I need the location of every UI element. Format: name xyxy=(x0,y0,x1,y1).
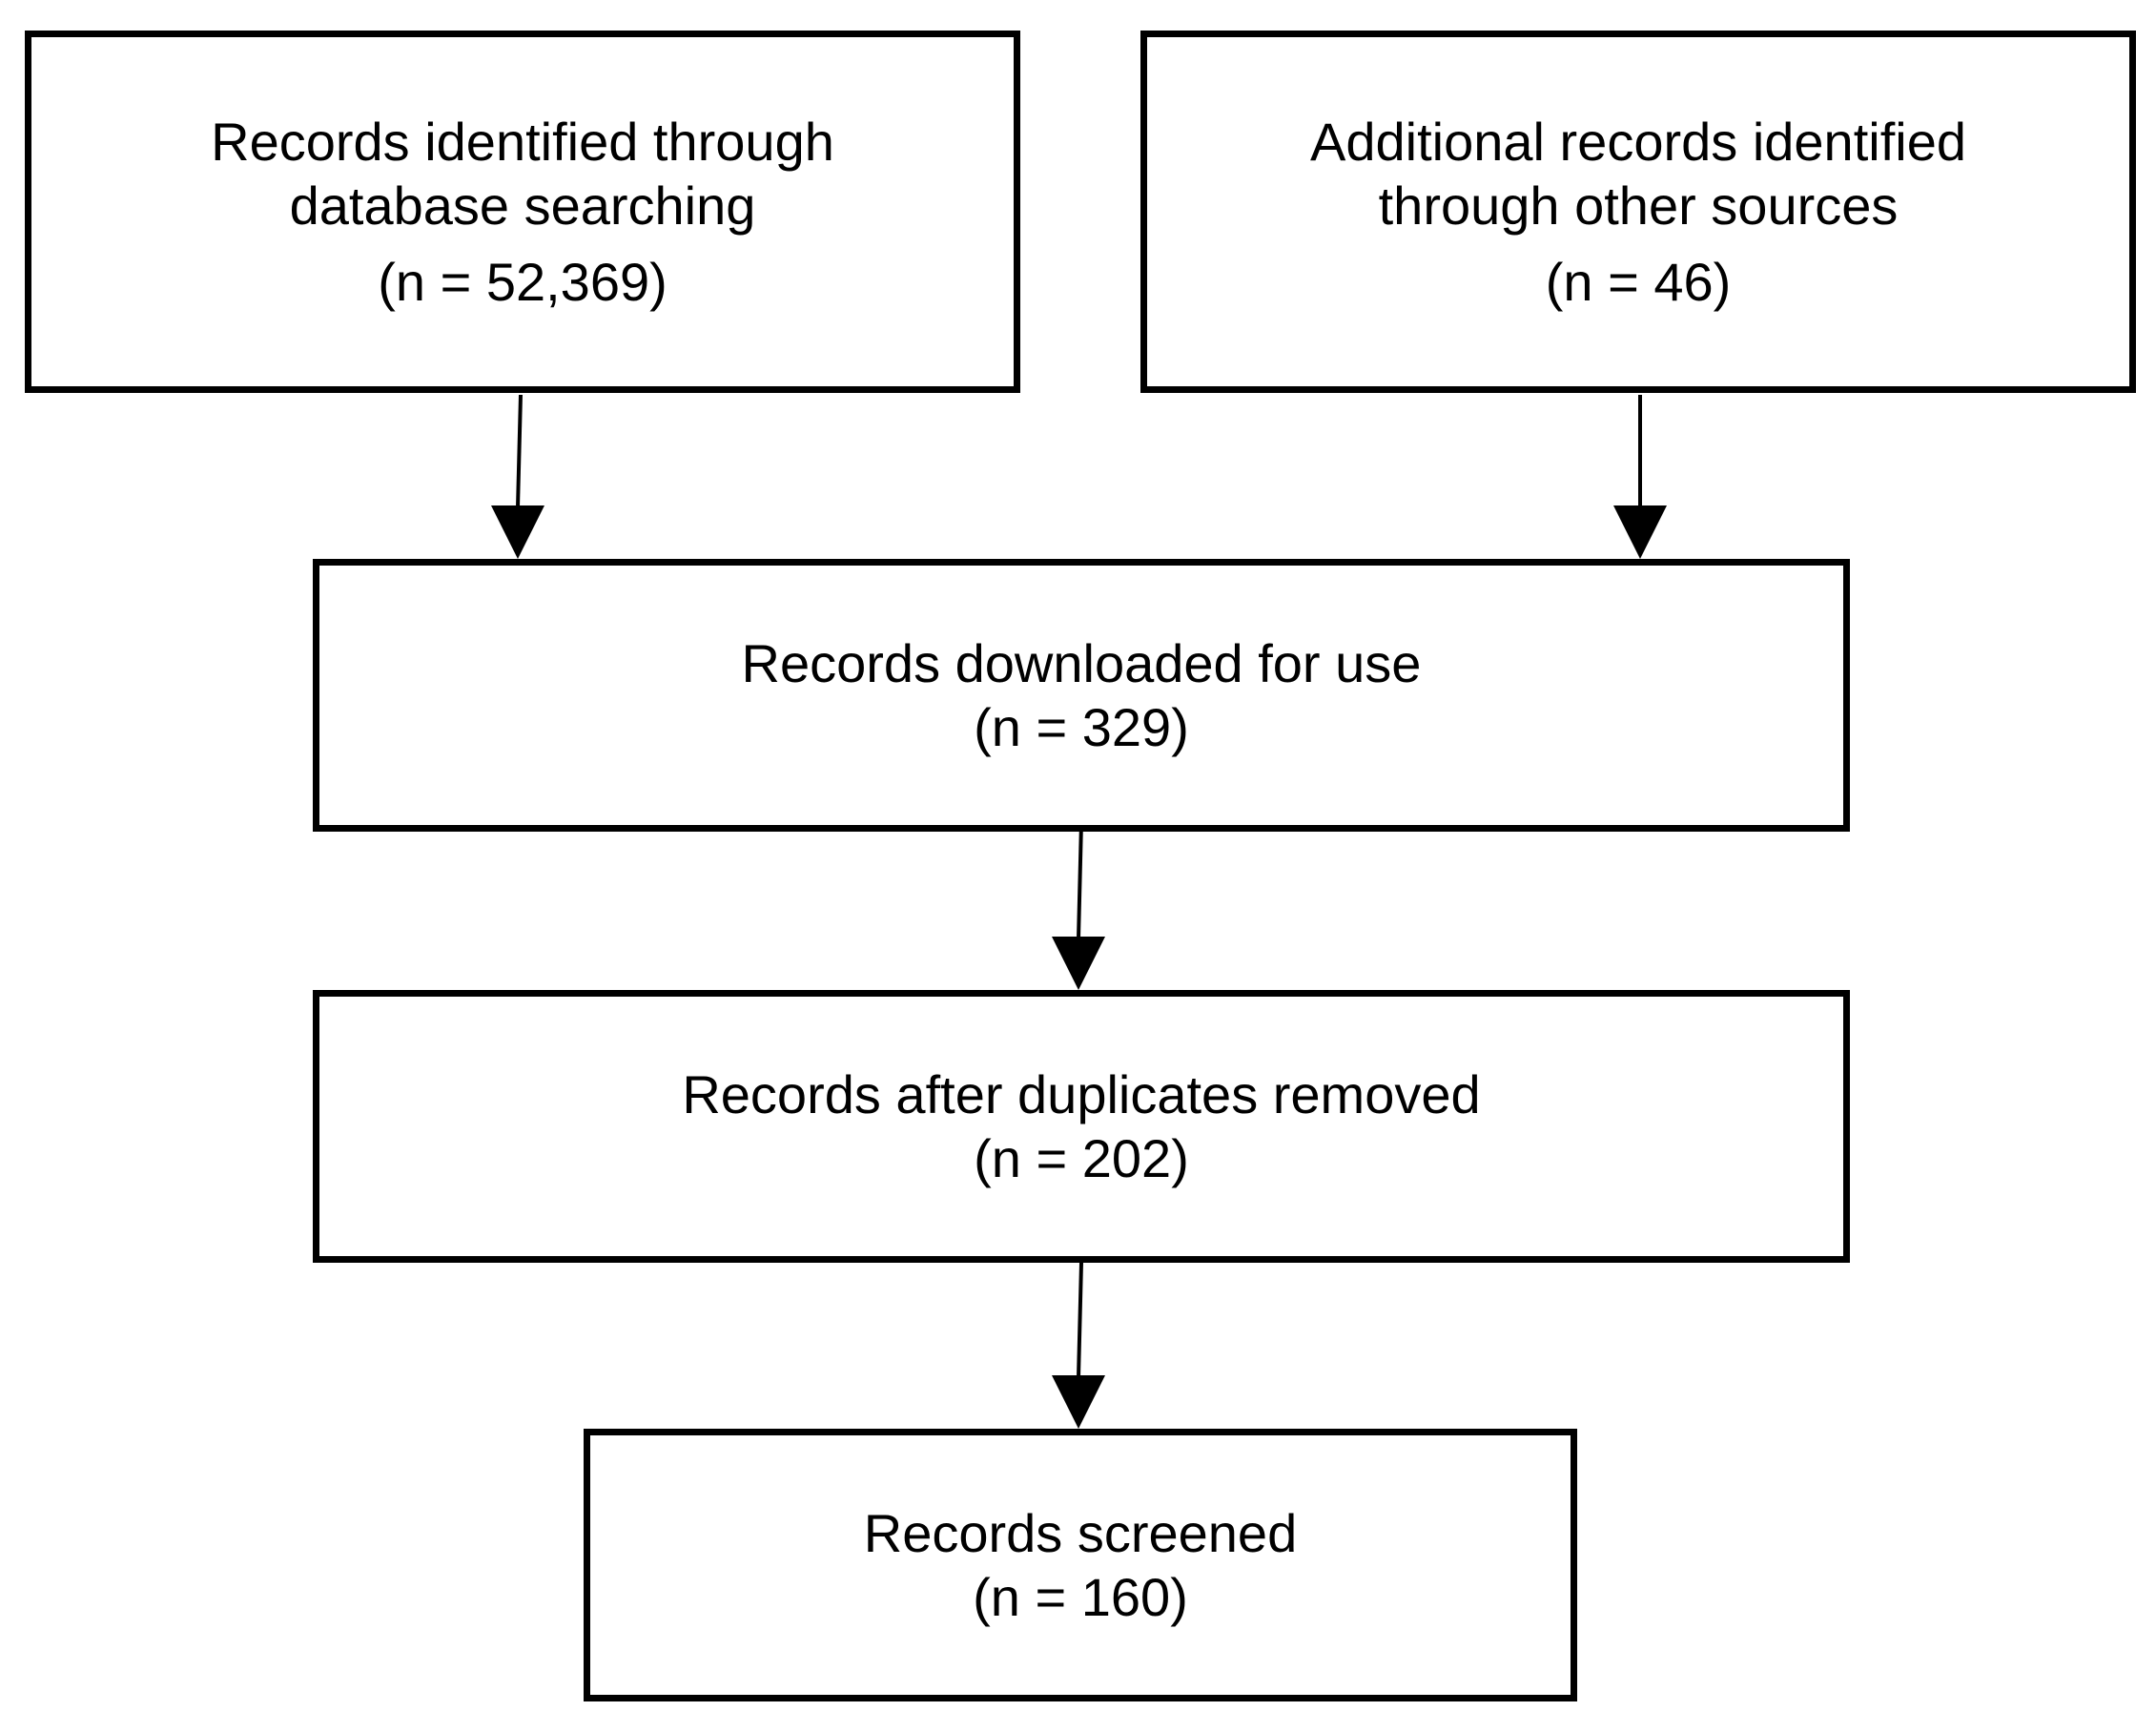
box-count: (n = 52,369) xyxy=(378,251,667,312)
box-other-sources-text: Additional records identified through ot… xyxy=(1310,110,1966,314)
arrow-downloaded-to-deduplicated xyxy=(1052,821,1105,990)
arrow-deduplicated-to-screened xyxy=(1052,1262,1105,1429)
arrow-other-to-downloaded xyxy=(1613,395,1667,559)
box-label-line: database searching xyxy=(289,175,756,237)
box-database-records-text: Records identified through database sear… xyxy=(211,110,834,314)
box-records-screened-text: Records screened (n = 160) xyxy=(864,1501,1297,1629)
box-count: (n = 160) xyxy=(973,1567,1188,1627)
box-duplicates-removed: Records after duplicates removed (n = 20… xyxy=(313,990,1850,1263)
box-count: (n = 202) xyxy=(974,1128,1189,1188)
box-count: (n = 46) xyxy=(1545,251,1732,312)
box-label-line: through other sources xyxy=(1378,175,1899,237)
box-duplicates-removed-text: Records after duplicates removed (n = 20… xyxy=(682,1062,1480,1190)
box-records-downloaded: Records downloaded for use (n = 329) xyxy=(313,559,1850,832)
box-records-screened: Records screened (n = 160) xyxy=(584,1429,1577,1701)
box-label-line: Records after duplicates removed xyxy=(682,1063,1481,1124)
box-label-line: Records screened xyxy=(863,1502,1298,1563)
arrow-database-to-downloaded xyxy=(491,394,544,559)
box-label-line: Additional records identified xyxy=(1310,112,1966,173)
box-other-sources: Additional records identified through ot… xyxy=(1140,31,2136,393)
box-label-line: Records downloaded for use xyxy=(741,632,1422,693)
box-count: (n = 329) xyxy=(974,697,1189,757)
box-database-records: Records identified through database sear… xyxy=(25,31,1020,393)
box-label-line: Records identified through xyxy=(211,112,834,173)
box-records-downloaded-text: Records downloaded for use (n = 329) xyxy=(742,631,1422,759)
